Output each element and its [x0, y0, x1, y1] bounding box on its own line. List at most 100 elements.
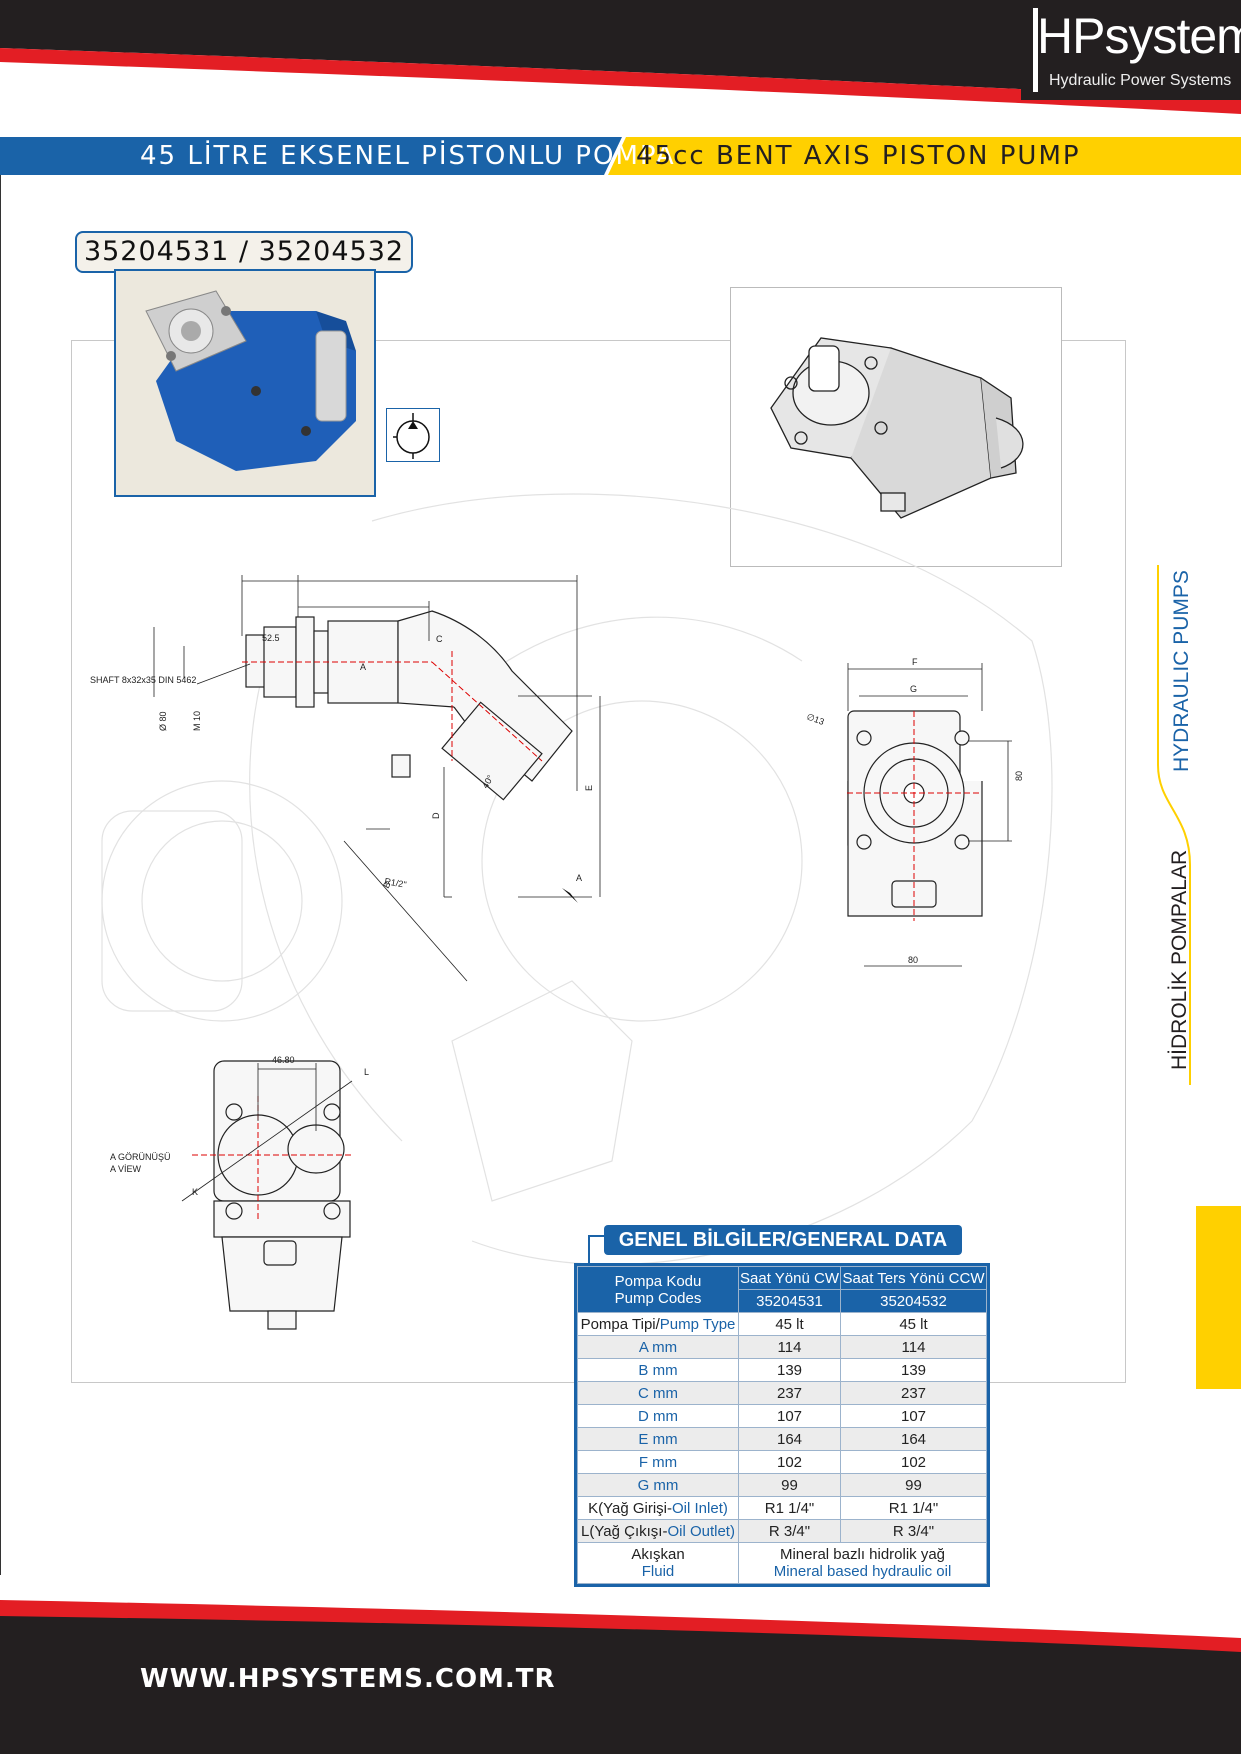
view-arrow-icon	[562, 888, 578, 903]
left-rule	[0, 175, 1, 1575]
row-value-ccw: 237	[840, 1381, 987, 1405]
pump-photo	[114, 269, 376, 497]
row-label: K(Yağ Girişi-Oil Inlet)	[577, 1496, 739, 1520]
technical-drawing: 52.5 C A SHAFT 8x32x35 DIN 5462 E D 40° …	[90, 493, 1053, 1330]
fluid-label-tr: Akışkan	[631, 1546, 685, 1563]
dim-e: E	[584, 785, 594, 791]
side-tab-curve	[1157, 565, 1191, 1085]
brand-logo: HPsystems Hydraulic Power Systems	[1021, 0, 1241, 100]
dim-b: B	[381, 880, 393, 890]
row-value-ccw: 107	[840, 1404, 987, 1428]
row-value-ccw: 114	[840, 1335, 987, 1359]
row-label-en: F mm	[638, 1453, 678, 1471]
row-label: E mm	[577, 1427, 739, 1451]
dim-f: F	[912, 657, 918, 667]
logo-wordmark: HPsystems	[1037, 8, 1241, 64]
header-pump-codes: Pompa Kodu Pump Codes	[577, 1266, 739, 1313]
shaft-note: SHAFT 8x32x35 DIN 5462	[90, 675, 196, 685]
dim-m10: M 10	[192, 711, 202, 731]
row-value-cw: 107	[737, 1404, 842, 1428]
fluid-value-tr: Mineral bazlı hidrolik yağ	[779, 1546, 946, 1563]
logo-tagline: Hydraulic Power Systems	[1049, 72, 1232, 89]
dim-dia-13: ∅13	[805, 711, 825, 727]
header-cw: Saat Yönü CW	[737, 1266, 842, 1290]
row-label-en: D mm	[638, 1407, 678, 1425]
dim-46-80: 46.80	[272, 1055, 295, 1065]
row-value-cw: R1 1/4"	[737, 1496, 842, 1520]
dim-l: L	[364, 1067, 369, 1077]
dim-d: D	[431, 812, 441, 819]
fluid-value-en: Mineral based hydraulic oil	[773, 1563, 952, 1580]
general-data-row: K(Yağ Girişi-Oil Inlet)R1 1/4"R1 1/4"	[577, 1496, 987, 1520]
a-view-label-en: A VİEW	[110, 1164, 142, 1174]
general-data-title: GENEL BİLGİLER/GENERAL DATA	[604, 1225, 962, 1255]
a-view-label-tr: A GÖRÜNÜŞÜ	[110, 1152, 171, 1162]
row-label: Pompa Tipi/Pump Type	[577, 1312, 739, 1336]
row-label-en: C mm	[638, 1384, 678, 1402]
row-value-ccw: 139	[840, 1358, 987, 1382]
part-number-label: 35204531 / 35204532	[75, 231, 413, 273]
row-value-ccw: R 3/4"	[840, 1519, 987, 1543]
row-label-en: Oil Inlet)	[672, 1499, 728, 1517]
row-label: F mm	[577, 1450, 739, 1474]
dim-k: K	[192, 1187, 198, 1197]
pump-photo-illustration	[116, 271, 374, 495]
pump-render-illustration	[770, 337, 1024, 519]
row-value-cw: 114	[737, 1335, 842, 1359]
dim-g: G	[910, 684, 917, 694]
row-value-cw: R 3/4"	[737, 1519, 842, 1543]
title-english: 45cc BENT AXIS PISTON PUMP	[636, 141, 1081, 171]
front-centerlines	[847, 711, 982, 921]
row-value-ccw: R1 1/4"	[840, 1496, 987, 1520]
header-code-tr: Pompa Kodu	[614, 1272, 702, 1290]
row-value-ccw: 102	[840, 1450, 987, 1474]
dim-a: A	[360, 662, 366, 672]
row-value-cw: 139	[737, 1358, 842, 1382]
view-arrow-a: A	[576, 873, 582, 883]
dim-h80: 80	[908, 955, 918, 965]
row-label-en: E mm	[638, 1430, 678, 1448]
row-value-ccw: 164	[840, 1427, 987, 1451]
row-label: L(Yağ Çıkışı-Oil Outlet)	[577, 1519, 739, 1543]
side-view	[245, 610, 573, 801]
row-label-en: G mm	[637, 1476, 679, 1494]
fluid-value: Mineral bazlı hidrolik yağ Mineral based…	[738, 1542, 987, 1584]
row-label: B mm	[577, 1358, 739, 1382]
row-label-tr: K(Yağ Girişi-	[588, 1499, 673, 1517]
side-dimension-lines	[153, 575, 601, 982]
side-label-english: HYDRAULIC PUMPS	[1170, 570, 1193, 772]
row-value-ccw: 99	[840, 1473, 987, 1497]
title-band	[0, 137, 1241, 175]
title-turkish: 45 LİTRE EKSENEL PİSTONLU POMPA	[140, 141, 676, 171]
header-cw-code: 35204531	[737, 1289, 842, 1313]
footer-band	[0, 1600, 1241, 1754]
fluid-label: Akışkan Fluid	[577, 1542, 739, 1584]
row-value-cw: 45 lt	[737, 1312, 842, 1336]
a-view-dimension-lines	[181, 1063, 353, 1202]
row-value-cw: 237	[737, 1381, 842, 1405]
row-value-cw: 99	[737, 1473, 842, 1497]
general-data-row: L(Yağ Çıkışı-Oil Outlet)R 3/4"R 3/4"	[577, 1519, 987, 1543]
pump-render-image	[730, 287, 1062, 567]
side-label-turkish: HİDROLİK POMPALAR	[1168, 849, 1191, 1070]
row-label: D mm	[577, 1404, 739, 1428]
row-label-tr: Pompa Tipi/	[580, 1315, 660, 1333]
header-code-en: Pump Codes	[614, 1289, 702, 1307]
row-label: A mm	[577, 1335, 739, 1359]
side-centerlines	[242, 651, 543, 762]
dim-v80: 80	[1014, 771, 1024, 781]
footer-website: WWW.HPSYSTEMS.COM.TR	[140, 1664, 556, 1694]
row-label-en: A mm	[638, 1338, 678, 1356]
dim-r-half: R1/2"	[384, 876, 408, 890]
row-label-tr: L(Yağ Çıkışı-	[581, 1522, 668, 1540]
row-value-cw: 164	[737, 1427, 842, 1451]
pump-hydraulic-symbol	[386, 408, 440, 462]
row-label-en: Oil Outlet)	[667, 1522, 735, 1540]
